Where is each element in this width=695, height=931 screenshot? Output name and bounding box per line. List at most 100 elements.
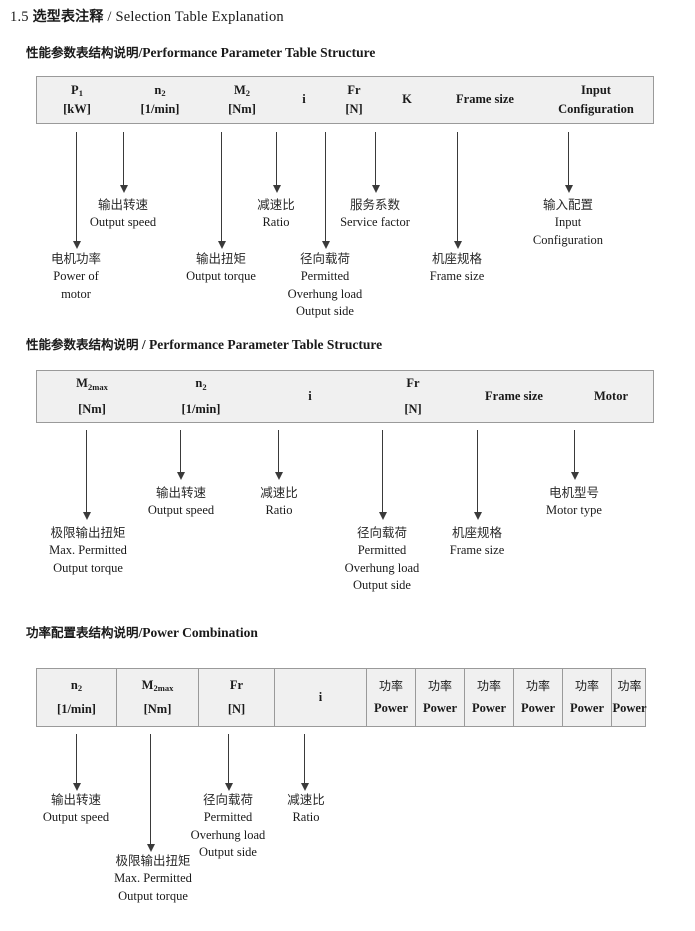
table-3-col-power-1: 功率 Power — [367, 669, 416, 726]
callout-motor-type-cn: 电机型号 — [548, 485, 599, 500]
callout-frame-size-en-1: Frame size — [429, 268, 485, 283]
table-1-col-n2: n2 [1/min] — [117, 77, 203, 123]
table-1-col-p1: P1 [kW] — [37, 77, 117, 123]
callout-ratio-cn: 减速比 — [257, 197, 295, 212]
callout-ratio-3-en-1: Ratio — [292, 809, 320, 824]
callout-overhung-load-en-3: Output side — [296, 304, 354, 319]
arrow-to-ratio-3 — [300, 734, 309, 791]
callout-output-speed-2-cn: 输出转速 — [155, 485, 206, 500]
table-2-col-m2max-line2: [Nm] — [78, 401, 106, 416]
callout-input-configuration-en-1: Input — [554, 214, 582, 229]
callout-output-torque-cn: 输出扭矩 — [195, 251, 246, 266]
callout-overhung-load-3: 径向载荷 Permitted Overhung load Output side — [175, 791, 281, 862]
callout-frame-size: 机座规格 Frame size — [402, 250, 512, 286]
table-1-col-frame-size-line1: Frame size — [456, 92, 514, 107]
table-1-col-fr: Fr [N] — [327, 77, 381, 123]
callout-output-speed-3-cn: 输出转速 — [50, 792, 101, 807]
table-2-col-motor: Motor — [567, 371, 655, 422]
section-2-heading-sep: / — [138, 337, 150, 352]
table-2-col-m2max-line1: M2max — [76, 376, 108, 392]
callout-input-configuration-cn: 输入配置 — [542, 197, 593, 212]
callout-overhung-load-2-cn: 径向载荷 — [356, 525, 407, 540]
section-3-heading-sep: / — [138, 625, 143, 640]
callout-ratio-2: 减速比 Ratio — [240, 484, 318, 520]
callout-overhung-load-3-cn: 径向载荷 — [202, 792, 253, 807]
table-3-col-power-4-cn: 功率 — [525, 679, 550, 694]
arrow-to-input-configuration — [564, 132, 573, 193]
arrow-to-ratio-2 — [274, 430, 283, 480]
table-1-col-k-line1: K — [402, 92, 412, 107]
arrow-to-ratio — [272, 132, 281, 193]
callout-motor-type-en-1: Motor type — [546, 502, 602, 517]
table-1-col-m2: M2 [Nm] — [203, 77, 281, 123]
callout-output-speed-en-1: Output speed — [89, 214, 157, 229]
arrow-to-overhung-load-2 — [378, 430, 387, 520]
section-1-heading-en: Performance Parameter Table Structure — [142, 45, 376, 60]
table-3-col-power-1-cn: 功率 — [378, 679, 403, 694]
callout-overhung-load: 径向载荷 Permitted Overhung load Output side — [272, 250, 378, 321]
table-3-col-power-5: 功率 Power — [563, 669, 612, 726]
arrow-to-frame-size — [453, 132, 462, 249]
table-2-col-n2-line1: n2 — [195, 376, 207, 392]
callout-overhung-load-2-en-1: Permitted — [357, 542, 407, 557]
arrow-to-overhung-load-3 — [224, 734, 233, 791]
table-3-col-fr: Fr [N] — [199, 669, 275, 726]
table-2-col-motor-line1: Motor — [593, 388, 628, 403]
callout-overhung-load-3-en-1: Permitted — [203, 809, 253, 824]
table-1-col-n2-line2: [1/min] — [140, 102, 180, 116]
table-3-col-i-line1: i — [318, 689, 323, 704]
arrow-to-max-permitted-output-torque — [82, 430, 91, 520]
callout-max-permitted-output-torque-3-cn: 极限输出扭矩 — [115, 853, 191, 868]
callout-output-speed-2: 输出转速 Output speed — [126, 484, 236, 520]
callout-output-speed-3: 输出转速 Output speed — [21, 791, 131, 827]
page-title: 1.5 选型表注释 / Selection Table Explanation — [10, 6, 284, 26]
table-1-col-fr-line2: [N] — [345, 102, 363, 116]
table-1-col-frame-size: Frame size — [433, 77, 537, 123]
callout-ratio-en-1: Ratio — [262, 214, 290, 229]
callout-overhung-load-en-1: Permitted — [300, 268, 350, 283]
table-1-col-i: i — [281, 77, 327, 123]
table-1-col-input-configuration-line2: Configuration — [558, 102, 634, 116]
section-2-heading-en: Performance Parameter Table Structure — [149, 337, 383, 352]
table-3-col-fr-line1: Fr — [229, 677, 244, 692]
table-1-col-i-line1: i — [302, 92, 306, 107]
callout-max-permitted-output-torque: 极限输出扭矩 Max. Permitted Output torque — [28, 524, 148, 577]
callout-service-factor: 服务系数 Service factor — [320, 196, 430, 232]
section-1-heading-cn: 性能参数表结构说明 — [26, 45, 139, 60]
table-3-col-power-3-en: Power — [471, 700, 506, 715]
callout-max-permitted-output-torque-cn: 极限输出扭矩 — [50, 525, 126, 540]
arrow-to-motor-type — [570, 430, 579, 480]
table-3-col-power-2: 功率 Power — [416, 669, 465, 726]
section-3-heading-en: Power Combination — [142, 625, 258, 640]
table-1-col-input-configuration: Input Configuration — [537, 77, 655, 123]
callout-overhung-load-3-en-3: Output side — [199, 845, 257, 860]
section-1-heading-sep: / — [138, 45, 143, 60]
callout-frame-size-cn: 机座规格 — [431, 251, 482, 266]
table-2-col-m2max: M2max [Nm] — [37, 371, 147, 422]
callout-power-of-motor-en-1: Power of — [53, 268, 99, 283]
table-3-col-power-5-en: Power — [569, 700, 604, 715]
callout-ratio-3: 减速比 Ratio — [268, 791, 344, 827]
callout-output-torque: 输出扭矩 Output torque — [166, 250, 276, 286]
table-3-col-power-3: 功率 Power — [465, 669, 514, 726]
table-3-col-power-2-en: Power — [422, 700, 457, 715]
callout-overhung-load-2-en-3: Output side — [353, 578, 411, 593]
table-1-col-input-configuration-line1: Input — [581, 82, 611, 97]
callout-frame-size-2-cn: 机座规格 — [451, 525, 502, 540]
arrow-to-output-torque — [217, 132, 226, 249]
callout-output-speed-2-en-1: Output speed — [147, 502, 215, 517]
table-2-col-frame-size-line1: Frame size — [485, 388, 543, 403]
performance-parameter-table-2: M2max [Nm] n2 [1/min] i Fr [N] Frame siz… — [36, 370, 654, 423]
table-1-col-m2-line2: [Nm] — [228, 102, 256, 116]
section-1-heading: 性能参数表结构说明/Performance Parameter Table St… — [26, 42, 375, 61]
callout-overhung-load-2: 径向载荷 Permitted Overhung load Output side — [329, 524, 435, 595]
callout-max-permitted-output-torque-3-en-2: Output torque — [118, 888, 188, 903]
title-number: 1.5 — [10, 9, 29, 25]
callout-overhung-load-3-en-2: Overhung load — [190, 827, 266, 842]
table-3-col-fr-line2: [N] — [227, 702, 246, 716]
table-2-col-n2: n2 [1/min] — [147, 371, 255, 422]
callout-power-of-motor-cn: 电机功率 — [50, 251, 101, 266]
table-2-col-fr: Fr [N] — [365, 371, 461, 422]
callout-service-factor-en-1: Service factor — [340, 214, 410, 229]
arrow-to-output-speed-2 — [176, 430, 185, 480]
